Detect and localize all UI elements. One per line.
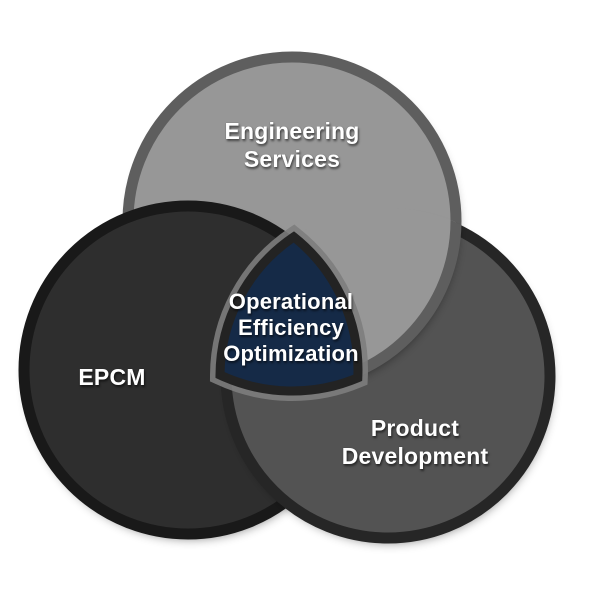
venn-center-intersection-rim (215, 231, 363, 396)
label-operational-efficiency-optimization: Operational Efficiency Optimization (223, 289, 359, 366)
label-engineering-services: Engineering Services (224, 118, 360, 172)
label-epcm: EPCM (78, 364, 146, 390)
label-product-development: Product Development (341, 415, 489, 469)
